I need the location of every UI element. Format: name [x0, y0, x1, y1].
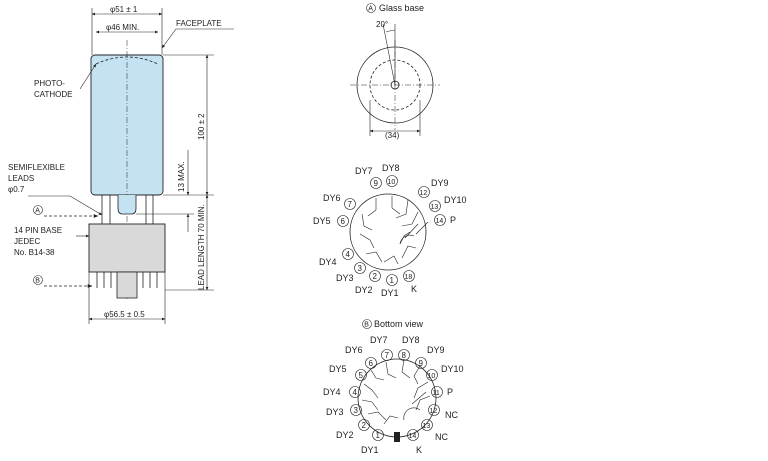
bottom-pin-num: 10 [428, 373, 436, 380]
bottom-pin-num: 3 [354, 406, 359, 415]
bottom-pin-num: 14 [409, 433, 417, 440]
glass-pin-label: DY10 [444, 195, 467, 205]
bottom-pin-num: 11 [433, 390, 440, 397]
dim-lead-length: LEAD LENGTH 70 MIN. [197, 204, 206, 290]
bottom-pin-num: 5 [359, 371, 364, 380]
faceplate-label: FACEPLATE [176, 19, 222, 28]
marker-b: B [35, 278, 40, 285]
tube-base [88, 223, 166, 273]
glass-pin-label: DY3 [336, 273, 354, 283]
glass-pin-label: DY6 [323, 193, 341, 203]
photocathode-label-2: CATHODE [34, 90, 73, 99]
glass-base-marker: A [368, 6, 373, 13]
bottom-pin-label: DY6 [345, 345, 363, 355]
glass-base-dim: (34) [385, 131, 400, 140]
glass-pin-num: 3 [358, 264, 363, 273]
tube-side-view: φ51 ± 1 φ46 MIN. FACEPLATE PHOTO- CATHOD… [8, 5, 234, 324]
dim-base-diameter: φ56.5 ± 0.5 [104, 310, 145, 319]
base-label-1: 14 PIN BASE [14, 226, 62, 235]
bottom-dynode-structure [361, 359, 431, 425]
bottom-pin-label: DY2 [336, 430, 354, 440]
glass-pin-label: P [450, 215, 456, 225]
glass-pin-num: 13 [431, 204, 439, 211]
bottom-pin-num: 2 [362, 421, 367, 430]
glass-pin-num: 1 [390, 276, 395, 285]
bottom-pin-label: DY9 [427, 345, 445, 355]
bottom-view-key [394, 432, 400, 442]
bottom-pin-label: K [416, 445, 422, 455]
glass-pin-num: 6 [341, 217, 346, 226]
bottom-pin-num: 13 [423, 423, 431, 430]
bottom-pin-num: 6 [369, 359, 374, 368]
bottom-pin-num: 7 [385, 351, 390, 360]
glass-pin-label: DY8 [382, 163, 400, 173]
bottom-pin-num: 9 [419, 359, 424, 368]
glass-pin-num: 18 [405, 274, 413, 281]
glass-pin-num: 2 [373, 272, 378, 281]
base-label-2: JEDEC [14, 237, 40, 246]
bottom-pin-label: NC [435, 432, 448, 442]
dim-tube-length: 100 ± 2 [197, 113, 206, 140]
glass-pin-label: K [411, 284, 417, 294]
tube-stem [117, 195, 137, 215]
base-pins [96, 272, 158, 288]
bottom-pin-label: DY1 [361, 445, 379, 455]
base-label-3: No. B14-38 [14, 248, 55, 257]
glass-pin-num: 7 [348, 200, 353, 209]
bottom-pin-label: DY8 [402, 335, 420, 345]
marker-a: A [35, 208, 40, 215]
glass-pin-label: DY4 [319, 257, 337, 267]
glass-pin-label: DY2 [355, 285, 373, 295]
glass-pin-label: DY5 [313, 216, 331, 226]
bottom-pin-num: 1 [376, 431, 381, 440]
base-key [116, 271, 138, 299]
glass-pin-num: 4 [346, 250, 351, 259]
glass-base-view: A Glass base 20° (34) [350, 3, 440, 140]
bottom-pin-label: DY3 [326, 407, 344, 417]
glass-pin-label: DY1 [381, 288, 399, 298]
dim-tube-diameter: φ51 ± 1 [110, 5, 138, 14]
glass-pin-num: 10 [388, 179, 396, 186]
semiflex-label-3: φ0.7 [8, 185, 25, 194]
glass-pin-num: 9 [374, 179, 379, 188]
bottom-view-diagram: B Bottom view 6 7 8 9 10 11 12 13 14 1 [323, 319, 464, 455]
glass-pin-label: DY9 [431, 178, 449, 188]
bottom-pin-num: 12 [430, 408, 438, 415]
bottom-pin-label: DY5 [329, 364, 347, 374]
bottom-pin-label: DY4 [323, 387, 341, 397]
bottom-pin-label: DY7 [370, 335, 388, 345]
dim-photocathode-min: φ46 MIN. [106, 23, 139, 32]
bottom-pin-label: NC [445, 410, 458, 420]
semiflex-label-1: SEMIFLEXIBLE [8, 163, 65, 172]
bottom-pin-num: 4 [353, 388, 358, 397]
glass-pin-label: DY7 [355, 166, 373, 176]
semiflex-label-2: LEADS [8, 174, 34, 183]
glass-pin-diagram: 9 10 12 13 14 7 6 4 3 2 1 18 DY7 DY8 DY9… [313, 163, 467, 298]
glass-base-title: Glass base [379, 3, 424, 13]
bottom-view-title: Bottom view [374, 319, 424, 329]
bottom-pin-label: DY10 [441, 364, 464, 374]
bottom-view-marker: B [364, 322, 369, 329]
glass-dynode-structure [359, 196, 429, 265]
glass-pin-num: 14 [436, 218, 444, 225]
photocathode-label-1: PHOTO- [34, 79, 65, 88]
dim-13-max: 13 MAX. [177, 161, 186, 192]
glass-base-angle: 20° [376, 20, 388, 29]
bottom-pin-label: P [447, 387, 453, 397]
glass-pin-num: 12 [420, 190, 428, 197]
bottom-pin-num: 8 [402, 351, 407, 360]
